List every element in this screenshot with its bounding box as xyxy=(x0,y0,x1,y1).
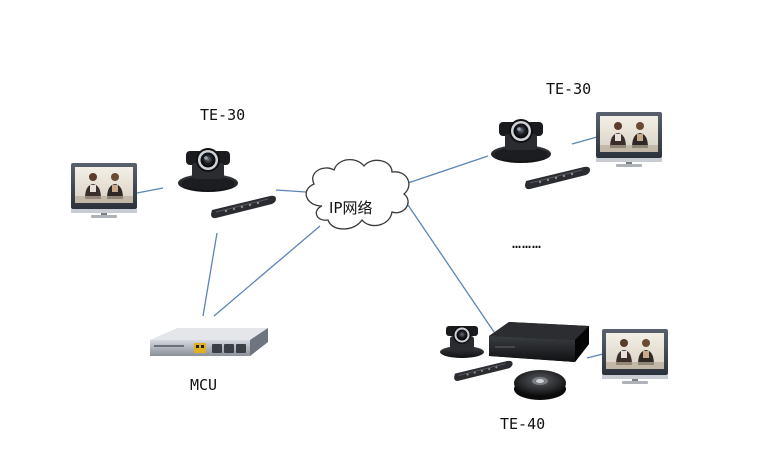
link-te30right-monitor xyxy=(571,136,598,145)
remote-control-icon xyxy=(210,195,277,219)
codec-box-icon xyxy=(489,322,589,362)
monitor-icon xyxy=(596,112,662,167)
link-cloud-te40 xyxy=(407,204,495,333)
ellipsis-label: ……… xyxy=(512,234,542,252)
cloud-label: IP网络 xyxy=(329,199,372,217)
mic-pod-icon xyxy=(514,370,566,400)
link-te30left-mcu xyxy=(202,232,218,317)
link-te30left-cloud xyxy=(275,189,307,193)
mcu-label: MCU xyxy=(190,376,217,394)
ptz-camera-icon xyxy=(491,119,551,163)
te30-left-label: TE-30 xyxy=(200,106,245,124)
remote-control-icon xyxy=(453,360,514,382)
link-monitor-te30left xyxy=(136,187,164,194)
remote-control-icon xyxy=(524,166,591,190)
cloud-icon: IP网络 xyxy=(305,159,410,230)
link-mcu-cloud xyxy=(213,225,321,317)
link-te40-monitor xyxy=(586,353,604,359)
monitor-icon xyxy=(71,163,137,218)
te40-label: TE-40 xyxy=(500,415,545,433)
ptz-camera-icon xyxy=(178,148,238,192)
ptz-camera-icon xyxy=(440,326,484,358)
monitor-icon xyxy=(602,329,668,384)
link-lines xyxy=(136,136,604,359)
mcu-server-icon xyxy=(150,328,268,356)
te30-right-label: TE-30 xyxy=(546,80,591,98)
link-cloud-te30right xyxy=(404,155,489,185)
